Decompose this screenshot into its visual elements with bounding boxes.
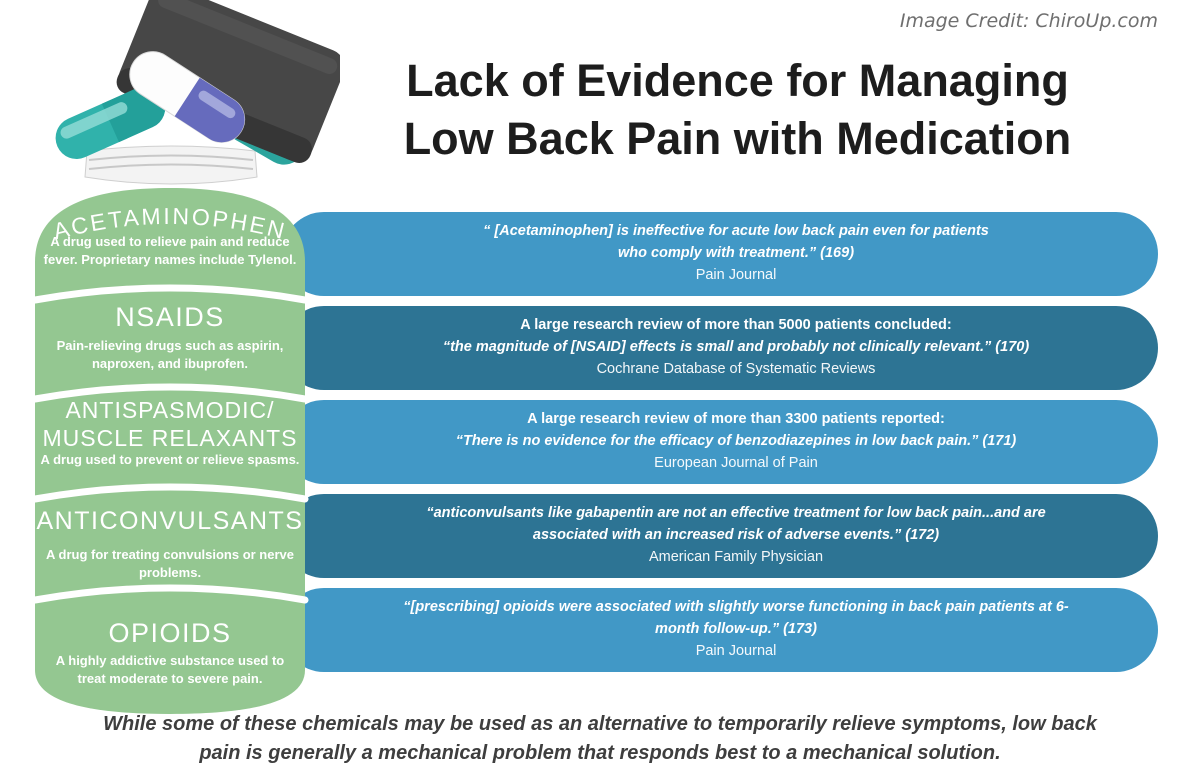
teal-capsule-left-icon (55, 86, 166, 159)
section-desc-opioids: A highly addictive substance used to tre… (55, 653, 285, 687)
quote-box-acetaminophen: “ [Acetaminophen] is ineffective for acu… (282, 212, 1158, 296)
footer-note-line1: While some of these chemicals may be use… (103, 713, 1097, 735)
quote-line: month follow-up.” (173) (655, 621, 817, 638)
page-title: Lack of Evidence for Managing Low Back P… (305, 52, 1170, 167)
bottle-neck-icon (84, 145, 258, 185)
section-title-muscle-relaxants: ANTISPASMODIC/ MUSCLE RELAXANTS (35, 397, 305, 452)
section-desc-nsaids: Pain-relieving drugs such as aspirin, na… (56, 338, 284, 372)
quote-source: Cochrane Database of Systematic Reviews (596, 360, 876, 377)
section-desc-acetaminophen: A drug used to relieve pain and reduce f… (43, 234, 297, 268)
quote-intro: A large research review of more than 500… (520, 317, 952, 334)
page-title-line2: Low Back Pain with Medication (403, 112, 1072, 164)
page-title-line1: Lack of Evidence for Managing (406, 55, 1069, 106)
bottle-body (35, 188, 305, 714)
section-title-line1: ANTISPASMODIC/ (65, 397, 275, 423)
quote-line: associated with an increased risk of adv… (532, 527, 940, 544)
quote-line: “the magnitude of [NSAID] effects is sma… (442, 339, 1030, 356)
quote-box-nsaids: A large research review of more than 500… (282, 306, 1158, 390)
quote-line: “anticonvulsants like gabapentin are not… (426, 505, 1046, 522)
footer-note-line2: pain is generally a mechanical problem t… (199, 742, 1001, 764)
quote-source: Pain Journal (695, 642, 777, 659)
quote-box-anticonvulsants: “anticonvulsants like gabapentin are not… (282, 494, 1158, 578)
section-title-line2: MUSCLE RELAXANTS (42, 424, 298, 451)
quote-source: American Family Physician (648, 548, 824, 565)
quote-line: “ [Acetaminophen] is ineffective for acu… (483, 223, 989, 240)
section-desc-muscle-relaxants: A drug used to prevent or relieve spasms… (40, 452, 300, 467)
section-dividers (31, 284, 309, 604)
section-title-anticonvulsants: ANTICONVULSANTS (36, 507, 304, 535)
quote-box-opioids: “[prescribing] opioids were associated w… (282, 588, 1158, 672)
image-credit: Image Credit: ChiroUp.com (899, 10, 1158, 32)
quote-line: “[prescribing] opioids were associated w… (403, 599, 1069, 616)
quote-box-muscle-relaxants: A large research review of more than 330… (282, 400, 1158, 484)
quote-source: European Journal of Pain (654, 454, 818, 471)
footer-note: While some of these chemicals may be use… (0, 710, 1200, 768)
section-desc-anticonvulsants: A drug for treating convulsions or nerve… (46, 547, 294, 581)
quote-source: Pain Journal (695, 266, 777, 283)
section-title-opioids: OPIOIDS (108, 618, 232, 648)
quote-line: who comply with treatment.” (169) (617, 245, 855, 262)
quote-line: “There is no evidence for the efficacy o… (455, 433, 1017, 450)
section-title-nsaids: NSAIDS (115, 302, 225, 332)
purple-capsule-icon (129, 51, 246, 143)
pill-bottle-illustration: ACETAMINOPHEN (31, 0, 340, 714)
quote-intro: A large research review of more than 330… (527, 411, 945, 428)
